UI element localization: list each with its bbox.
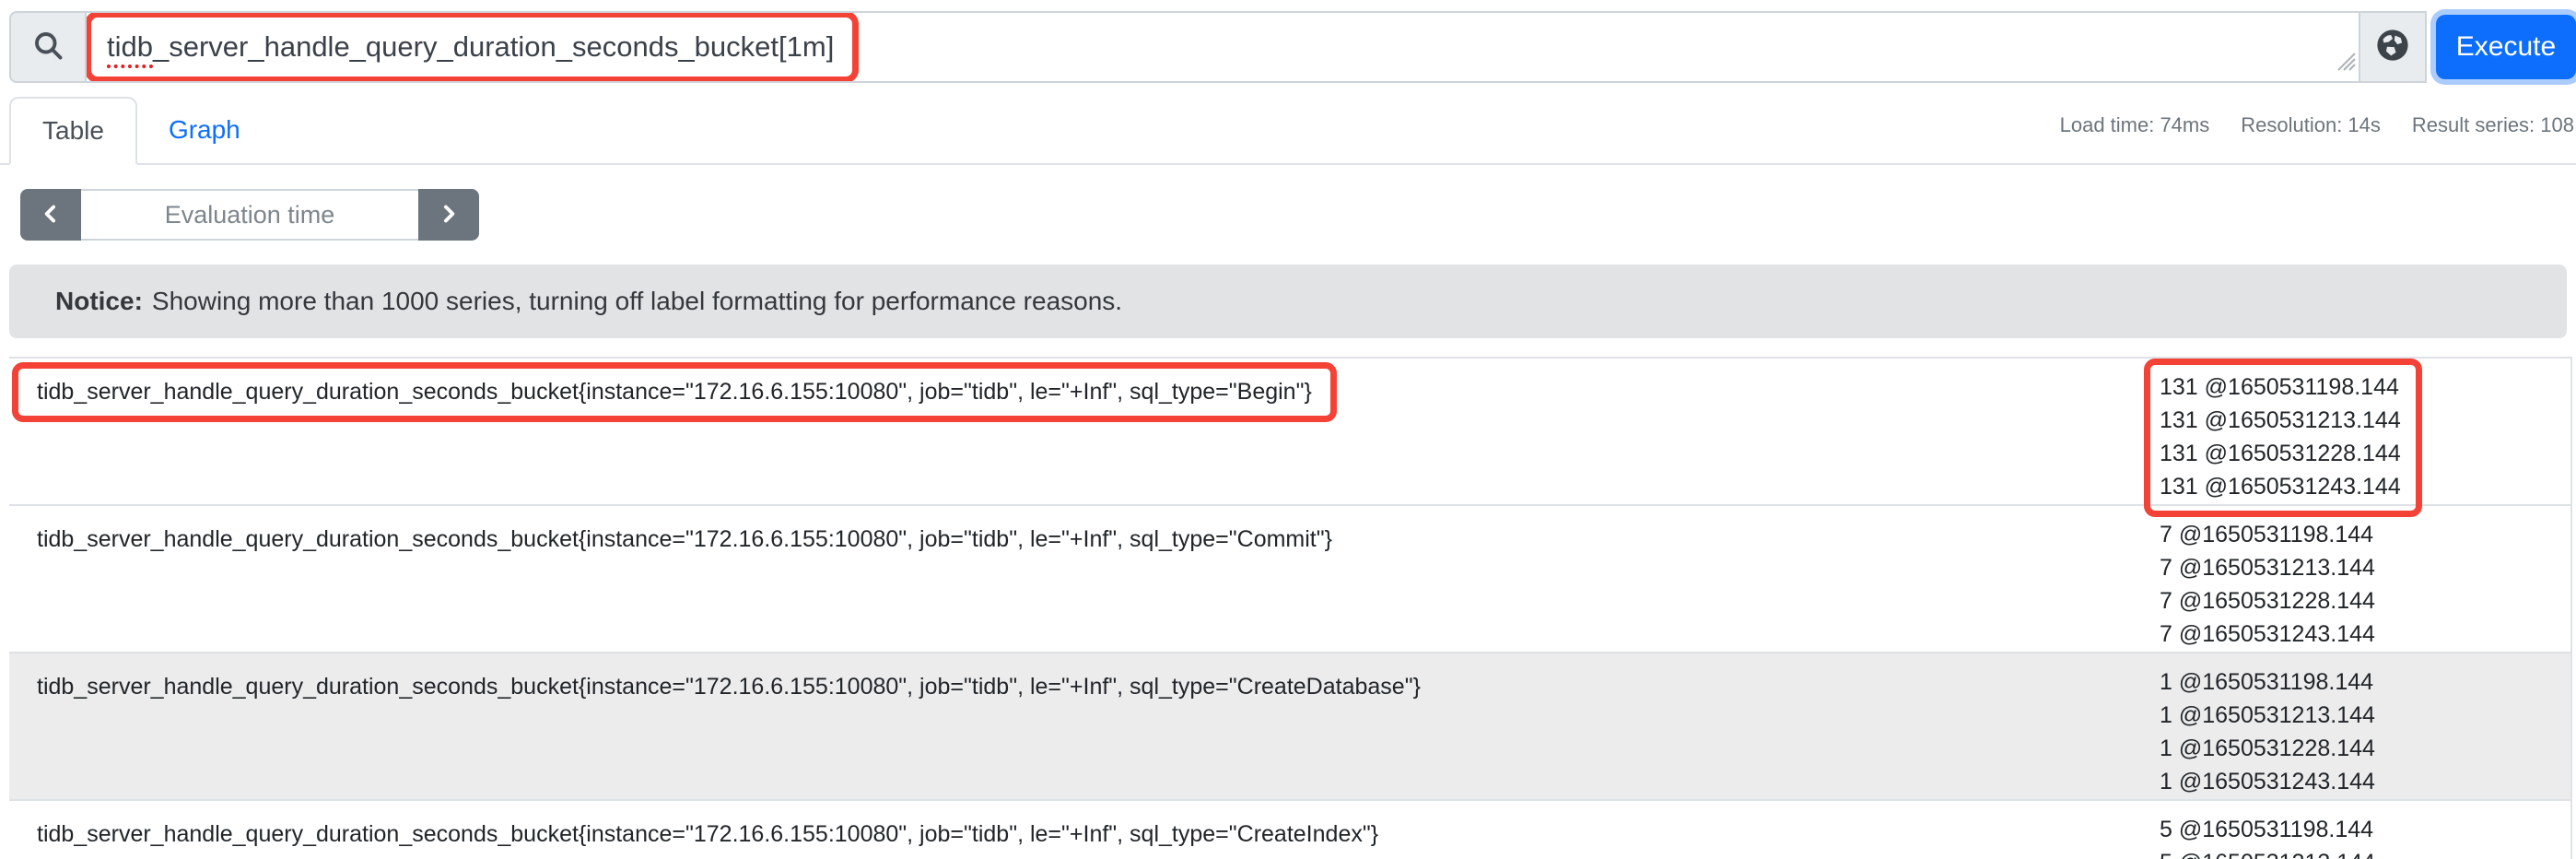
chevron-left-icon	[37, 200, 64, 230]
series-name-cell: tidb_server_handle_query_duration_second…	[9, 801, 2154, 859]
series-values-cell: 7 @1650531198.144 7 @1650531213.144 7 @165…	[2154, 506, 2570, 652]
series-values: 1 @1650531198.144 1 @1650531213.144 1 @165…	[2160, 665, 2570, 798]
table-row: tidb_server_handle_query_duration_second…	[9, 801, 2570, 859]
series-values: 131 @1650531198.144 131 @1650531213.144 13…	[2144, 359, 2422, 517]
results-table: tidb_server_handle_query_duration_second…	[9, 357, 2572, 859]
sample-value: 5 @1650531198.144	[2160, 817, 2374, 842]
sample-value: 1 @1650531213.144	[2160, 702, 2375, 728]
query-text: tidb_server_handle_query_duration_second…	[107, 30, 834, 68]
query-text-misspelled-part: tidb	[107, 30, 153, 68]
chevron-right-icon	[435, 200, 463, 230]
tab-graph[interactable]: Graph	[168, 115, 240, 144]
sample-value: 1 @1650531198.144	[2160, 669, 2374, 695]
series-values: 5 @1650531198.144 5 @1650531213.144	[2160, 813, 2570, 859]
series-name: tidb_server_handle_query_duration_second…	[37, 526, 1332, 552]
tab-table[interactable]: Table	[9, 97, 137, 165]
sample-value: 131 @1650531228.144	[2160, 441, 2401, 466]
execute-button[interactable]: Execute	[2436, 15, 2576, 79]
sample-value: 7 @1650531198.144	[2160, 522, 2374, 547]
notice-text: Showing more than 1000 series, turning o…	[151, 287, 1123, 315]
globe-icon	[2373, 26, 2412, 69]
sample-value: 5 @1650531213.144	[2160, 846, 2570, 859]
series-name: tidb_server_handle_query_duration_second…	[37, 821, 1379, 847]
series-name-cell: tidb_server_handle_query_duration_second…	[9, 359, 2154, 504]
sample-value: 1 @1650531228.144	[2160, 735, 2375, 761]
series-values: 7 @1650531198.144 7 @1650531213.144 7 @165…	[2160, 518, 2570, 651]
load-time-stat: Load time: 74ms	[2059, 113, 2210, 136]
metrics-explorer-button[interactable]	[2360, 11, 2427, 83]
sample-value: 7 @1650531213.144	[2160, 555, 2375, 581]
series-name: tidb_server_handle_query_duration_second…	[37, 674, 1421, 700]
table-row: tidb_server_handle_query_duration_second…	[9, 359, 2570, 517]
sample-value: 7 @1650531228.144	[2160, 588, 2375, 614]
result-series-stat: Result series: 108	[2411, 113, 2574, 136]
table-row: tidb_server_handle_query_duration_second…	[9, 653, 2570, 801]
sample-value: 1 @1650531243.144	[2160, 769, 2375, 794]
notice-label: Notice:	[55, 287, 143, 315]
series-name-cell: tidb_server_handle_query_duration_second…	[9, 506, 2154, 652]
sample-value: 7 @1650531243.144	[2160, 621, 2375, 647]
series-name: tidb_server_handle_query_duration_second…	[12, 362, 1337, 422]
tab-bar: Table Graph Load time: 74ms Resolution: …	[0, 97, 2576, 165]
series-name-cell: tidb_server_handle_query_duration_second…	[9, 653, 2154, 799]
query-bar: tidb_server_handle_query_duration_second…	[9, 11, 2576, 83]
evaluation-time-control	[20, 189, 479, 241]
series-values-cell: 131 @1650531198.144 131 @1650531213.144 13…	[2144, 359, 2570, 517]
query-stats: Load time: 74ms Resolution: 14s Result s…	[2060, 113, 2574, 137]
query-text-rest: _server_handle_query_duration_seconds_bu…	[152, 30, 835, 63]
query-input[interactable]: tidb_server_handle_query_duration_second…	[87, 11, 2360, 83]
sample-value: 131 @1650531243.144	[2160, 474, 2401, 500]
eval-time-prev-button[interactable]	[20, 189, 81, 241]
resize-grip-icon[interactable]	[2332, 45, 2356, 78]
series-limit-notice: Notice: Showing more than 1000 series, t…	[9, 265, 2567, 338]
series-values-cell: 1 @1650531198.144 1 @1650531213.144 1 @165…	[2154, 653, 2570, 799]
evaluation-time-input[interactable]	[81, 189, 418, 241]
table-row: tidb_server_handle_query_duration_second…	[9, 506, 2570, 653]
series-values-cell: 5 @1650531198.144 5 @1650531213.144	[2154, 801, 2570, 859]
search-icon	[31, 29, 64, 66]
sample-value: 131 @1650531213.144	[2160, 407, 2401, 433]
search-addon	[9, 11, 87, 83]
sample-value: 131 @1650531198.144	[2160, 374, 2399, 400]
resolution-stat: Resolution: 14s	[2241, 113, 2381, 136]
eval-time-next-button[interactable]	[418, 189, 479, 241]
